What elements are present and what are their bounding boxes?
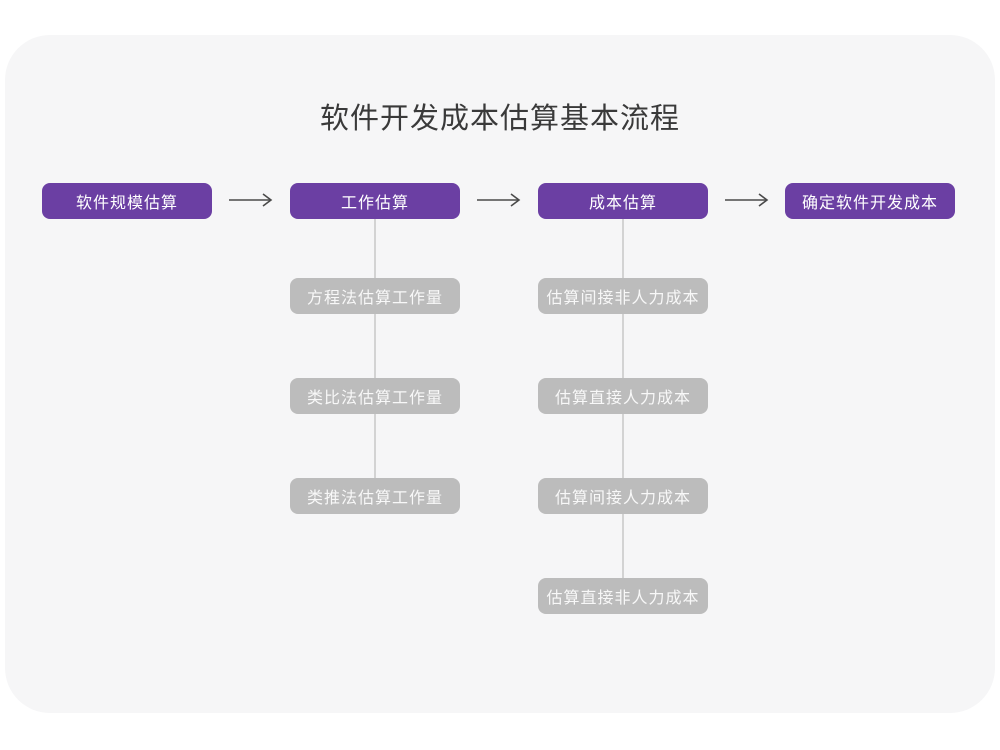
node-analogy-method-effort: 类比法估算工作量 xyxy=(290,378,460,414)
node-direct-labor-cost: 估算直接人力成本 xyxy=(538,378,708,414)
diagram-card xyxy=(5,35,995,713)
node-indirect-non-labor-cost: 估算间接非人力成本 xyxy=(538,278,708,314)
node-extrapolation-method-effort: 类推法估算工作量 xyxy=(290,478,460,514)
right-arrow-icon xyxy=(724,192,770,208)
right-arrow-icon xyxy=(228,192,274,208)
node-determine-software-dev-cost: 确定软件开发成本 xyxy=(785,183,955,219)
node-equation-method-effort: 方程法估算工作量 xyxy=(290,278,460,314)
node-direct-non-labor-cost: 估算直接非人力成本 xyxy=(538,578,708,614)
right-arrow-icon xyxy=(476,192,522,208)
node-software-size-estimation: 软件规模估算 xyxy=(42,183,212,219)
connector-line-work-estimation xyxy=(374,219,376,497)
diagram-title: 软件开发成本估算基本流程 xyxy=(319,103,680,135)
node-cost-estimation: 成本估算 xyxy=(538,183,708,219)
node-indirect-labor-cost: 估算间接人力成本 xyxy=(538,478,708,514)
node-work-estimation: 工作估算 xyxy=(290,183,460,219)
